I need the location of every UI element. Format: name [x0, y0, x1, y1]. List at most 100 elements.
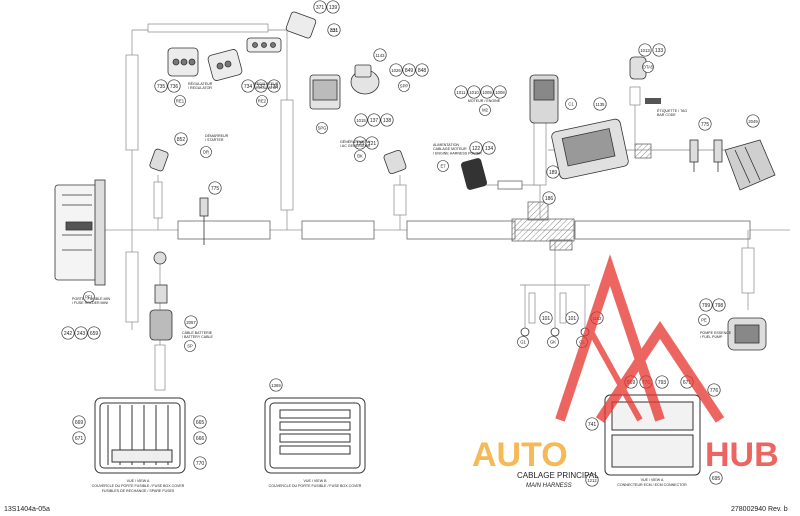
label-vue-a-desc: COUVERCLE DU PORTE FUSIBLE / FUSE BOX CO… [92, 484, 185, 488]
callout-number: 1008 [495, 90, 505, 95]
callout-number: 695 [712, 476, 721, 482]
callout-number: 2049 [748, 119, 758, 124]
view-a-fuse-box [94, 397, 186, 474]
callout-c1026: 1026 [389, 63, 403, 77]
callout-c741: 741 [585, 417, 599, 431]
callout-c1011: 1011 [454, 85, 468, 99]
label-pompe: POMPE ESSENCE/ FUEL PUMP [700, 331, 732, 339]
callout-number: 2057 [186, 320, 196, 325]
ring-terminals [520, 327, 590, 337]
callout-c189: 189 [546, 165, 560, 179]
callout-c1212: 1212 [585, 473, 599, 487]
tag-e7: E7 [440, 164, 446, 169]
callout-number: 186 [545, 196, 554, 202]
regulator-connector-1 [167, 47, 199, 77]
doc-code: 13S1404a-05a [4, 506, 50, 513]
tag-ring-c1 [565, 98, 577, 110]
callout-c122: 122 [469, 141, 483, 155]
watermark-text-auto: AUTO [472, 436, 568, 474]
callout-number: 775 [701, 122, 710, 128]
callout-c186: 186 [542, 191, 556, 205]
barcode-tag [645, 98, 661, 104]
callout-c695: 695 [709, 471, 723, 485]
spg-connector [309, 74, 341, 110]
callout-c799: 799 [699, 298, 713, 312]
tag-ring-dr [200, 146, 212, 158]
drawing-subtitle: MAIN HARNESS [526, 483, 572, 489]
callout-number: 793 [658, 380, 667, 386]
callout-c134: 134 [482, 141, 496, 155]
callout-number: 735 [157, 84, 166, 90]
corrugated-boot [724, 139, 776, 191]
callout-c669: 669 [72, 415, 86, 429]
callout-number: 139 [329, 5, 338, 11]
ecm-c1-connector [551, 118, 629, 180]
tag-ring-bk [354, 150, 366, 162]
callout-c734: 734 [241, 79, 255, 93]
callout-c371: 371 [313, 0, 327, 14]
callout-c1008: 1008 [493, 85, 507, 99]
callout-c2049: 2049 [746, 114, 760, 128]
callout-number: 776 [710, 388, 719, 394]
callout-c770a: 770 [193, 456, 207, 470]
callout-c2057: 2057 [184, 315, 198, 329]
callout-number: 1009 [482, 90, 492, 95]
label-cable-batterie: CÂBLE BATTERIE/ BATTERY CABLE [182, 331, 214, 339]
tag-ota5: OTA5 [643, 65, 654, 70]
callout-c243: 243 [74, 326, 88, 340]
callout-number: 137 [370, 118, 379, 124]
callout-number: 1135 [595, 102, 605, 107]
callout-c852: 852 [174, 132, 188, 146]
callout-number: 1015 [356, 118, 366, 123]
callout-number: 736 [170, 84, 179, 90]
callout-number: 243 [77, 331, 86, 337]
callout-c101b: 101 [565, 311, 579, 325]
callout-number: 666 [196, 436, 205, 442]
callout-c793: 793 [655, 375, 669, 389]
tag-g1: G1 [520, 340, 526, 345]
label-vue-a: VUE / VIEW A [127, 479, 150, 483]
tag-spp: SPP [400, 84, 409, 89]
callout-number: 737 [257, 84, 266, 90]
callout-number: 134 [485, 146, 494, 152]
callout-c737: 737 [254, 79, 268, 93]
callout-number: 121 [368, 141, 377, 147]
callout-c776: 776 [707, 383, 721, 397]
tag-spg: SPG [318, 126, 327, 131]
callout-number: 852 [177, 137, 186, 143]
callout-c1135: 1135 [593, 97, 607, 111]
label-vue-b-desc: COUVERCLE DU PORTE FUSIBLE / FUSE BOX CO… [269, 484, 362, 488]
callout-number: 775 [211, 186, 220, 192]
callout-number: 1143 [375, 53, 385, 58]
tag-m2: M2 [482, 108, 488, 113]
callout-number: 101 [542, 316, 551, 322]
label-porte-fusible: PORTE - FUSIBLE MIN/ FUSE HOLDER MINI [72, 297, 110, 305]
callout-c1015: 1015 [354, 113, 368, 127]
callout-c1010: 1010 [467, 85, 481, 99]
callout-number: 738 [270, 84, 279, 90]
regulator-connector-2 [207, 49, 243, 81]
tag-ring-re1 [174, 95, 186, 107]
callout-c735: 735 [154, 79, 168, 93]
engine-power-connector [460, 158, 488, 190]
callout-number: 671 [683, 380, 692, 386]
callout-c666: 666 [193, 431, 207, 445]
callout-c138: 138 [380, 113, 394, 127]
small-3pin-connector [246, 37, 282, 53]
tag-pe: PE [701, 318, 707, 323]
callout-number: 770 [196, 461, 205, 467]
label-generateur: GÉNÉRATEUR AU/ AC GENERATOR [340, 139, 371, 148]
callout-c1369: 1369 [269, 378, 283, 392]
tag-pf1: PF1 [85, 295, 93, 300]
starter-connector [149, 148, 169, 172]
tag-c31: C31 [330, 28, 338, 33]
tag-bk: BK [357, 154, 363, 159]
callout-number: 1010 [469, 90, 479, 95]
callout-number: 1011 [456, 90, 466, 95]
callout-c849: 849 [402, 63, 416, 77]
callout-number: 1212 [587, 478, 597, 483]
